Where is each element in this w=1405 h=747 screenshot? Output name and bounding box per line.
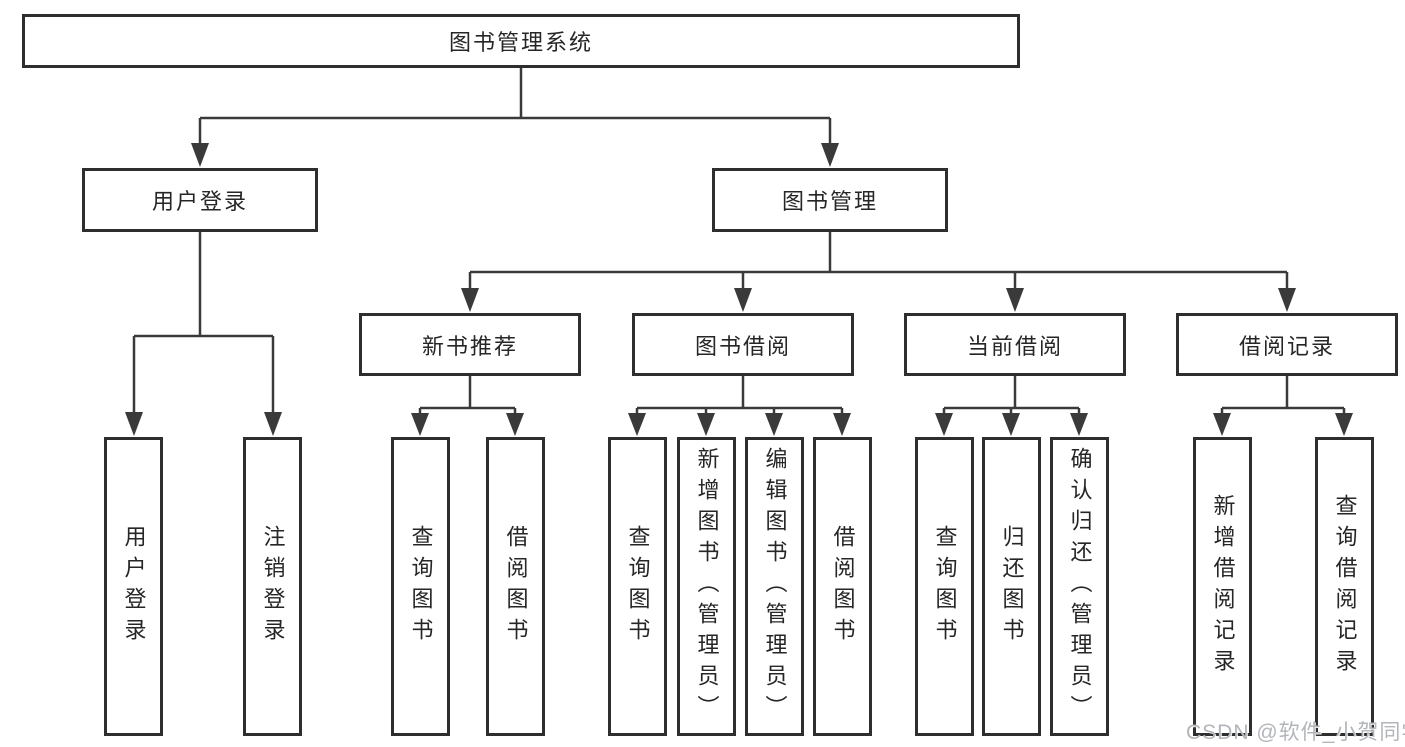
node-label: 图书管理 bbox=[781, 189, 878, 214]
node-label: 查询图书 bbox=[932, 524, 958, 649]
leaf-records-add-borrow-record: 新增借阅记录 bbox=[1193, 437, 1252, 736]
leaf-borrow-add-books-admin: 新增图书（管理员） bbox=[677, 437, 736, 736]
node-label: 图书管理系统 bbox=[448, 30, 593, 55]
leaf-logout: 注销登录 bbox=[243, 437, 302, 736]
node-label: 归还图书 bbox=[999, 524, 1025, 649]
node-user-login: 用户登录 bbox=[82, 168, 318, 232]
node-borrowing-records: 借阅记录 bbox=[1176, 313, 1398, 376]
node-label: 查询图书 bbox=[408, 524, 434, 649]
node-label: 编辑图书（管理员） bbox=[762, 447, 788, 726]
csdn-watermark: CSDN @软件_小贺同学 bbox=[1186, 721, 1405, 744]
leaf-newbook-borrow-books: 借阅图书 bbox=[486, 437, 545, 736]
leaf-borrow-borrow-books: 借阅图书 bbox=[813, 437, 872, 736]
node-label: 新增图书（管理员） bbox=[694, 447, 720, 726]
leaf-current-query-books: 查询图书 bbox=[915, 437, 974, 736]
leaf-newbook-query-books: 查询图书 bbox=[391, 437, 450, 736]
node-label: 查询借阅记录 bbox=[1332, 493, 1358, 680]
node-current-borrowing: 当前借阅 bbox=[904, 313, 1126, 376]
node-label: 借阅记录 bbox=[1238, 333, 1335, 359]
node-label: 图书借阅 bbox=[694, 333, 791, 359]
leaf-current-confirm-return-admin: 确认归还（管理员） bbox=[1050, 437, 1109, 736]
node-label: 当前借阅 bbox=[966, 333, 1063, 359]
node-book-borrowing: 图书借阅 bbox=[632, 313, 854, 376]
node-label: 新书推荐 bbox=[421, 333, 518, 359]
node-label: 借阅图书 bbox=[830, 524, 856, 649]
node-label: 查询图书 bbox=[625, 524, 651, 649]
node-label: 用户登录 bbox=[151, 189, 248, 214]
node-book-management: 图书管理 bbox=[712, 168, 948, 232]
node-label: 借阅图书 bbox=[503, 524, 529, 649]
node-label: 确认归还（管理员） bbox=[1067, 447, 1093, 726]
node-label: 用户登录 bbox=[121, 524, 147, 649]
node-label: 注销登录 bbox=[260, 524, 286, 649]
leaf-borrow-query-books: 查询图书 bbox=[608, 437, 667, 736]
leaf-borrow-edit-books-admin: 编辑图书（管理员） bbox=[745, 437, 804, 736]
leaf-records-query-borrow-record: 查询借阅记录 bbox=[1315, 437, 1374, 736]
leaf-current-return-books: 归还图书 bbox=[982, 437, 1041, 736]
leaf-user-login: 用户登录 bbox=[104, 437, 163, 736]
node-library-management-system: 图书管理系统 bbox=[22, 14, 1020, 68]
node-label: 新增借阅记录 bbox=[1210, 493, 1236, 680]
node-new-book-recommendation: 新书推荐 bbox=[359, 313, 581, 376]
